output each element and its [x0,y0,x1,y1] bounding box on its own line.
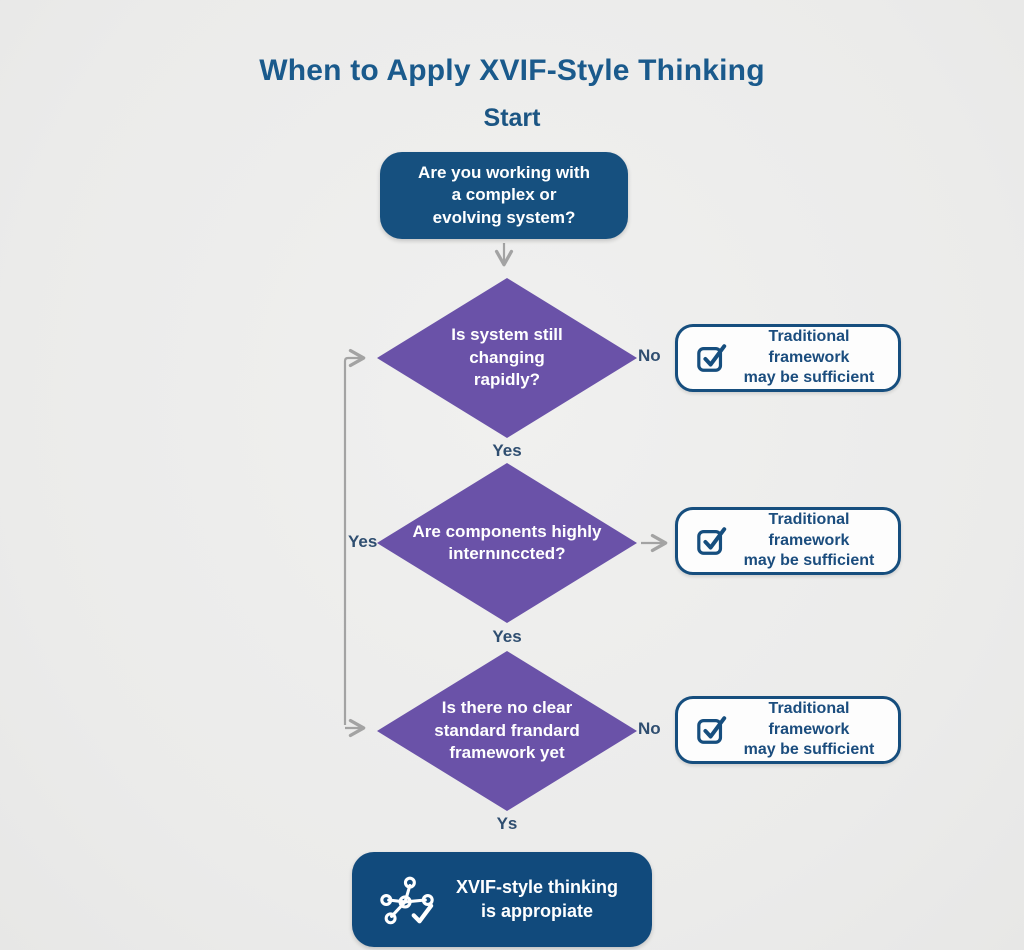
page-title: When to Apply XVIF-Style Thinking [259,54,765,87]
decision-3-text: Is there no clear standard frandard fram… [434,698,580,763]
network-check-icon [380,876,434,924]
yes-feedback-label: Yes [348,532,378,551]
decision-diamond-interconnected: Are components highly internınccted? [377,463,637,623]
yes-branch-label-1: Yes [492,441,522,460]
decision-1-text: Is system still changing rapidly? [451,325,563,390]
checkbox-check-icon [697,344,727,372]
final-node-xvif-appropriate: XVIF-style thinking is appropiate [352,852,652,947]
outcome-box-traditional-3: Traditional framework may be sufficient [675,696,901,764]
final-node-text: XVIF-style thinking is appropiate [455,877,619,921]
outcome-text: Traditional framework may be sufficient [743,328,875,387]
outcome-text: Traditional framework may be sufficient [743,700,875,759]
checkbox-check-icon [697,527,727,555]
no-branch-label-3: No [638,719,661,738]
decision-2-text: Are components highly internınccted? [412,521,602,563]
decision-diamond-no-standard-framework: Is there no clear standard frandard fram… [377,651,637,811]
start-label: Start [483,104,541,132]
outcome-box-traditional-1: Traditional framework may be sufficient [675,324,901,392]
checkbox-check-icon [697,716,727,744]
yes-branch-label-2: Yes [492,627,522,646]
yes-branch-label-3: Ys [496,814,518,833]
decision-diamond-changing-rapidly: Is system still changing rapidly? [377,278,637,438]
start-node: Are you working with a complex or evolvi… [380,152,628,239]
outcome-text: Traditional framework may be sufficient [743,511,875,570]
no-branch-label-1: No [638,346,661,365]
start-node-text: Are you working with a complex or evolvi… [418,162,590,227]
outcome-box-traditional-2: Traditional framework may be sufficient [675,507,901,575]
